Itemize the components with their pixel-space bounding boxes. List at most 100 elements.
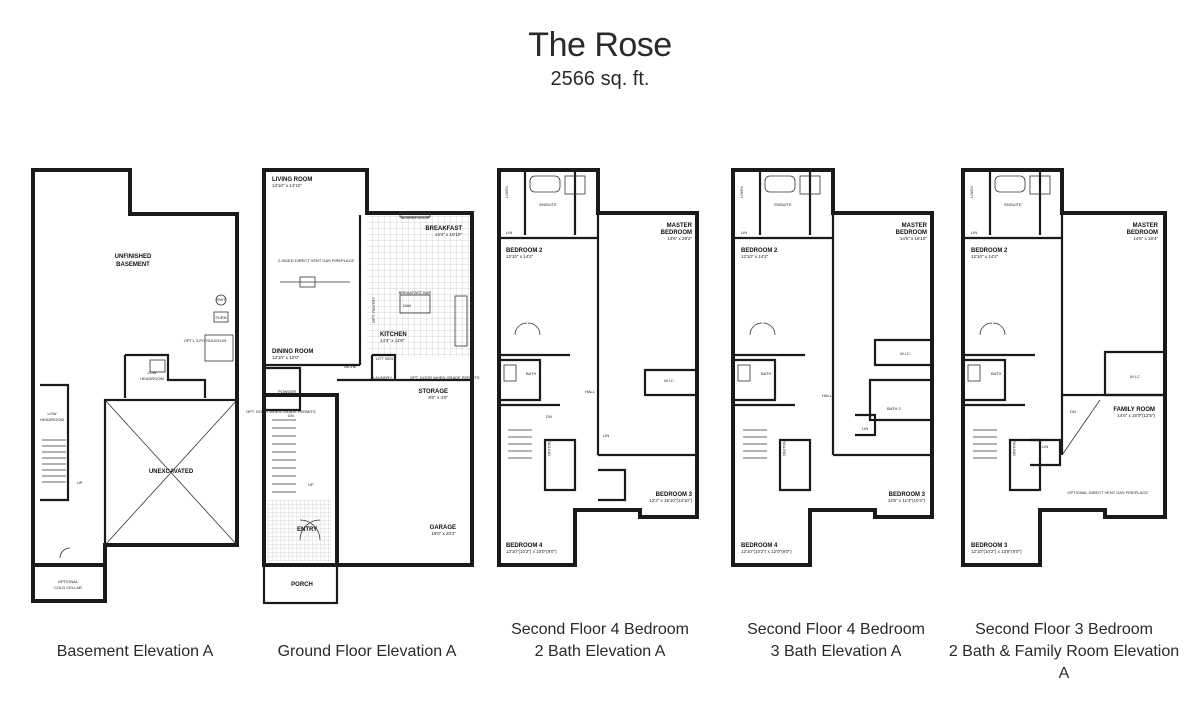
up-label: UP — [77, 480, 83, 485]
dn-label: DN — [546, 414, 552, 419]
bedroom2-dim: 12'10" x 14'2" — [971, 254, 999, 259]
basement-label: BASEMENT — [116, 262, 150, 268]
bedroom4-dim: 12'10"(10'2") x 12'0"(9'0") — [741, 549, 792, 554]
breakfast-dim: 14'4" x 10'10" — [435, 232, 463, 237]
bedroom3-dim: 12'2" x 15'10"(14'10") — [649, 498, 692, 503]
hwt-label: HWT — [216, 297, 226, 302]
bedroom3-label: BEDROOM 3 — [889, 492, 926, 498]
ensuite-label: ENSUITE — [539, 202, 557, 207]
lin-label-2: LIN — [1042, 444, 1048, 449]
fireplace-label: 2-SIDED DIRECT VENT GAS FIREPLACE — [278, 258, 355, 263]
pantry-label: OPT. PANTRY — [371, 297, 376, 323]
living-room-dim: 13'10" x 14'10" — [272, 183, 302, 188]
bath-label: BATH — [991, 371, 1001, 376]
caption-line: Basement Elevation A — [56, 643, 214, 660]
bedroom2-dim: 13'10" x 14'2" — [506, 254, 534, 259]
bedroom4-label: BEDROOM 4 — [506, 543, 543, 549]
caption-second-floor-3bath: Second Floor 4 Bedroom 3 Bath Elevation … — [716, 619, 956, 663]
bedroom4-dim: 13'10"(10'2") x 10'0"(9'0") — [506, 549, 557, 554]
furn-label: FURN — [215, 315, 226, 320]
up-label: UP — [308, 482, 314, 487]
caption-line: Ground Floor Elevation A — [277, 643, 457, 660]
second-floor-4bed-3bath-plan: ENSUITE LIN LINEN MASTER BEDROOM 14'6" x… — [731, 168, 934, 567]
unfinished-label: UNFINISHED — [115, 254, 152, 260]
ground-floor-plan: LIVING ROOM 13'10" x 14'10" BREAKFAST 14… — [246, 168, 480, 605]
family-room-dim: 14'6" x 16'0"(12'5") — [1117, 413, 1155, 418]
hall-label: HALL — [585, 389, 596, 394]
lin-label-2: LIN — [862, 426, 868, 431]
utility-sink-label: UTT SEN — [376, 356, 393, 361]
master-bedroom-label: BEDROOM — [1127, 230, 1158, 236]
cold-cellar-label: COLD CELLAR — [54, 585, 82, 590]
linen-label: LINEN — [504, 186, 509, 198]
master-bedroom-label: BEDROOM — [661, 230, 692, 236]
lin-label-1: LIN — [506, 230, 512, 235]
unexcavated-label: UNEXCAVATED — [149, 469, 194, 475]
bedroom4-label: BEDROOM 4 — [741, 543, 778, 549]
second-floor-4bed-2bath-plan: ENSUITE LIN LINEN MASTER BEDROOM 14'6" x… — [497, 168, 699, 567]
caption-line-1: Second Floor 4 Bedroom — [511, 621, 689, 638]
ensuite-label: ENSUITE — [774, 202, 792, 207]
storage-dim: 8'0" x 4'0" — [428, 395, 448, 400]
niche-label: NICHE — [344, 364, 357, 369]
master-dim: 14'6" x 28'2" — [667, 236, 692, 241]
dining-room-dim: 13'10" x 12'0" — [272, 355, 300, 360]
caption-line-2: 3 Bath Elevation A — [770, 643, 902, 660]
bath2-label: BATH 2 — [887, 406, 901, 411]
master-dim: 14'6" x 18'4" — [1133, 236, 1158, 241]
second-floor-3bed-family-plan: ENSUITE LIN LINEN MASTER BEDROOM 14'6" x… — [961, 168, 1167, 567]
breakfast-bar-label: BREAKFAST BAR — [399, 290, 432, 295]
powder-label: POWDER — [278, 389, 296, 394]
caption-ground-floor: Ground Floor Elevation A — [247, 641, 487, 663]
master-label: MASTER — [902, 223, 928, 229]
master-label: MASTER — [1133, 223, 1159, 229]
bedroom2-label: BEDROOM 2 — [506, 248, 543, 254]
bath-label: BATH — [761, 371, 771, 376]
dn-label: DN — [288, 413, 294, 418]
opt-door-left-label: OPT. DOOR WHEN GRADE PERMITS — [246, 409, 316, 414]
railing-label: RAILING — [782, 440, 787, 456]
caption-line-2: 2 Bath Elevation A — [534, 643, 666, 660]
plan-title: The Rose — [528, 26, 672, 64]
caption-line-1: Second Floor 3 Bedroom — [975, 621, 1153, 638]
laundry-label: LAUNDRY — [373, 375, 392, 380]
linen-label: LINEN — [969, 186, 974, 198]
caption-line-1: Second Floor 4 Bedroom — [747, 621, 925, 638]
ensuite-label: ENSUITE — [1004, 202, 1022, 207]
bedroom2-label: BEDROOM 2 — [971, 248, 1008, 254]
hall-label: HALL — [822, 393, 833, 398]
low-label-1: LOW — [147, 370, 156, 375]
caption-second-floor-family: Second Floor 3 Bedroom 2 Bath & Family R… — [944, 619, 1184, 685]
bedroom3-label: BEDROOM 3 — [971, 543, 1008, 549]
bedroom3-dim: 12'10"(10'2") x 13'8"(9'0") — [971, 549, 1022, 554]
caption-basement: Basement Elevation A — [15, 641, 255, 663]
bedroom2-label: BEDROOM 2 — [741, 248, 778, 254]
breakfast-label: BREAKFAST — [425, 226, 462, 232]
porch-label: PORCH — [291, 582, 313, 588]
dining-room-label: DINING ROOM — [272, 349, 313, 355]
wic-label: W.I.C. — [900, 351, 911, 356]
storage-label: STORAGE — [418, 389, 448, 395]
master-bedroom-label: BEDROOM — [896, 230, 927, 236]
bath-label: BATH — [526, 371, 536, 376]
lin-label-1: LIN — [741, 230, 747, 235]
opt-door-label: OPT. DOOR WHEN GRADE PERMITS — [410, 375, 480, 380]
master-label: MASTER — [667, 223, 693, 229]
headroom-label-2: HEADROOM — [40, 417, 64, 422]
fireplace-label: OPTIONAL DIRECT VENT GAS FIREPLACE — [1067, 490, 1148, 495]
sliding-door-label: SLIDING DOOR — [400, 215, 429, 220]
garage-dim: 18'0" x 20'2" — [431, 531, 456, 536]
low-label-2: LOW — [47, 411, 56, 416]
bedroom3-label: BEDROOM 3 — [656, 492, 693, 498]
square-footage: 2566 sq. ft. — [550, 68, 650, 90]
kitchen-label: KITCHEN — [380, 332, 407, 338]
living-room-label: LIVING ROOM — [272, 177, 312, 183]
kitchen-dim: 14'4" x 11'8" — [380, 338, 405, 343]
caption-line-2: 2 Bath & Family Room Elevation A — [948, 643, 1180, 682]
master-dim: 14'6" x 16'10" — [900, 236, 928, 241]
linen-label: LINEN — [739, 186, 744, 198]
wic-label: W.I.C. — [664, 378, 675, 383]
caption-second-floor-2bath: Second Floor 4 Bedroom 2 Bath Elevation … — [480, 619, 720, 663]
headroom-label-1: HEADROOM — [140, 376, 164, 381]
